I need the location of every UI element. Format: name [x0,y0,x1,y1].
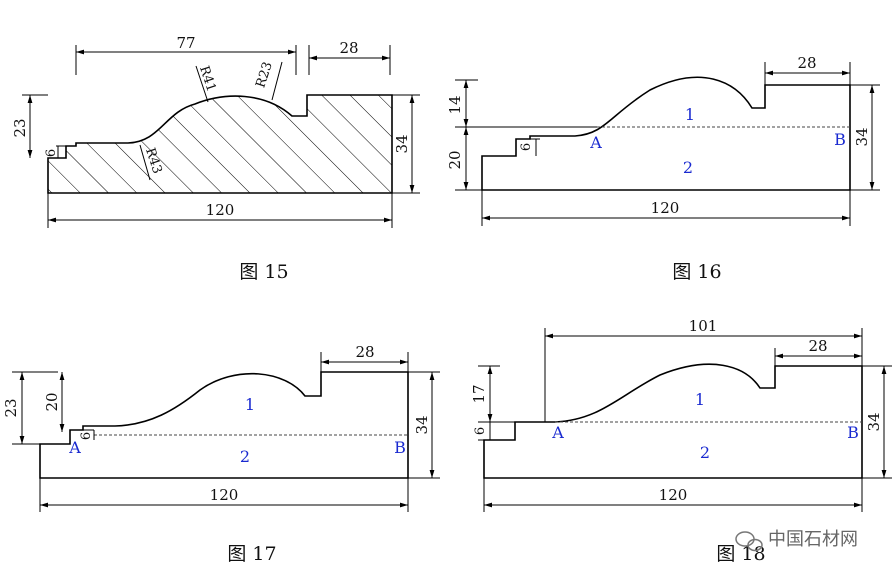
fig15-dim-top-right: 28 [339,39,358,57]
fig17-dim-top-right: 28 [355,343,374,361]
fig18-region-1: 1 [695,390,705,409]
fig15-radius-r41: R41 [196,64,218,94]
fig15-dim-right-height: 34 [393,134,411,153]
fig17-profile [39,371,409,479]
wechat-icon [735,531,763,552]
fig16-dim-lower-left: 20 [446,150,464,169]
fig16-region-1: 1 [685,105,695,124]
fig15-profile [47,94,393,194]
fig16-dim-top-right: 28 [797,54,816,72]
fig18-point-a: A [551,423,564,442]
fig16-dim-bottom: 120 [651,199,680,217]
fig17-dim-step: 6 [79,432,94,440]
fig18-caption: 图 18 [716,543,765,565]
watermark-text: 中国石材网 [768,529,858,550]
fig18-region-2: 2 [700,443,710,462]
fig18-point-b: B [847,423,859,442]
fig15-radius-r23: R23 [253,60,275,90]
fig18-dim-top-right: 28 [808,337,827,355]
fig16-caption: 图 16 [672,261,721,283]
fig16-point-b: B [834,130,846,149]
fig17-dim-bottom: 120 [210,486,239,504]
figure-16: 1 2 A B 28 14 20 6 34 120 图 16 [446,54,880,283]
figure-15: 77 28 23 6 34 120 R41 R23 R43 图 15 [11,34,420,283]
fig16-profile [481,76,851,191]
fig17-point-a: A [68,438,81,457]
fig18-dim-bottom: 120 [659,486,688,504]
fig18-dim-step: 6 [473,427,488,435]
fig15-dim-top-span: 77 [176,34,195,52]
fig17-region-2: 2 [240,447,250,466]
fig18-profile [483,363,863,479]
fig15-caption: 图 15 [239,261,288,283]
fig17-region-1: 1 [245,395,255,414]
fig18-dim-right-height: 34 [865,412,883,431]
figure-18: 1 2 A B 101 28 17 6 34 120 图 18 [470,317,892,565]
fig17-dim-outer-left: 23 [2,398,20,417]
fig17-dim-right-height: 34 [413,415,431,434]
fig15-dim-left-height: 23 [11,118,29,137]
fig18-dim-upper-left: 17 [470,384,488,403]
fig17-caption: 图 17 [227,543,276,565]
figure-17: 1 2 A B 28 23 20 6 34 120 图 17 [2,343,440,565]
watermark: 中国石材网 [735,529,858,552]
fig15-dim-bottom: 120 [206,201,235,219]
fig17-point-b: B [394,438,406,457]
fig15-dim-step: 6 [44,149,59,157]
fig16-dim-upper-left: 14 [446,95,464,114]
fig16-dim-right-height: 34 [853,127,871,146]
fig16-region-2: 2 [683,158,693,177]
fig18-dim-top-span: 101 [689,317,718,335]
fig16-dim-step: 6 [519,143,534,151]
fig17-dim-inner-left: 20 [43,392,61,411]
fig16-point-a: A [589,133,602,152]
